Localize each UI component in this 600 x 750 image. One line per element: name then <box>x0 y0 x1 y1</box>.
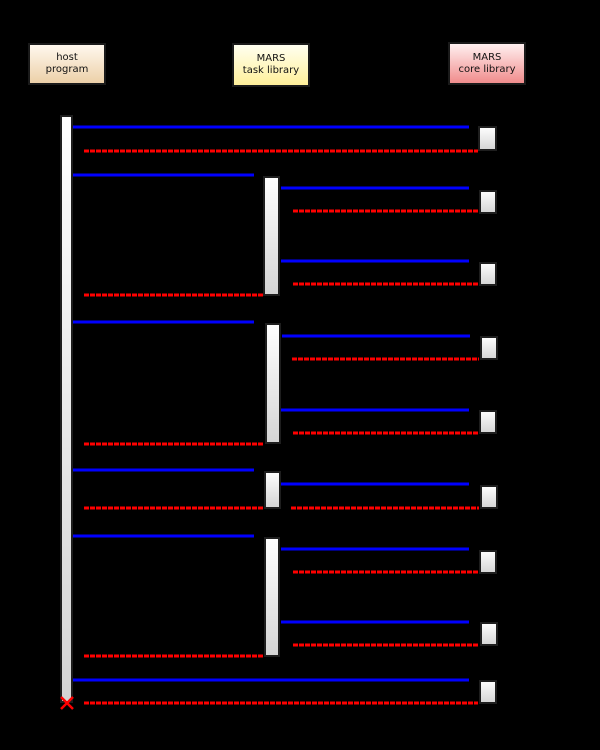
activation-bar-task <box>264 537 280 657</box>
participant-label-line1: host <box>56 52 78 63</box>
participant-mars-task-library: MARS task library <box>232 43 310 87</box>
activation-bar-host <box>60 115 73 703</box>
message-arrows <box>73 125 479 705</box>
activation-bar-task <box>263 176 280 296</box>
destroy-marker-icon <box>60 696 74 710</box>
participant-label-line2: program <box>45 64 89 75</box>
participant-mars-core-library: MARS core library <box>448 42 526 85</box>
participant-label-line1: MARS <box>256 53 286 64</box>
activation-bars <box>60 115 498 704</box>
activation-bar-core <box>479 550 497 574</box>
destroy-x-stroke <box>60 696 74 710</box>
activation-bar-core <box>479 680 497 704</box>
activation-bar-task <box>265 323 281 444</box>
activation-bar-core <box>480 485 498 509</box>
activation-bar-core <box>479 190 497 214</box>
activation-bar-core <box>479 262 497 286</box>
activation-bar-core <box>479 410 497 434</box>
activation-bar-core <box>480 622 498 646</box>
participant-label-line2: core library <box>458 63 516 75</box>
participant-host-program: host program <box>28 43 106 85</box>
participant-label-line2: task library <box>242 65 300 76</box>
activation-bar-task <box>264 471 281 509</box>
participant-label-line1: MARS <box>472 51 502 63</box>
activation-bar-core <box>478 126 497 151</box>
activation-bar-core <box>480 336 498 360</box>
